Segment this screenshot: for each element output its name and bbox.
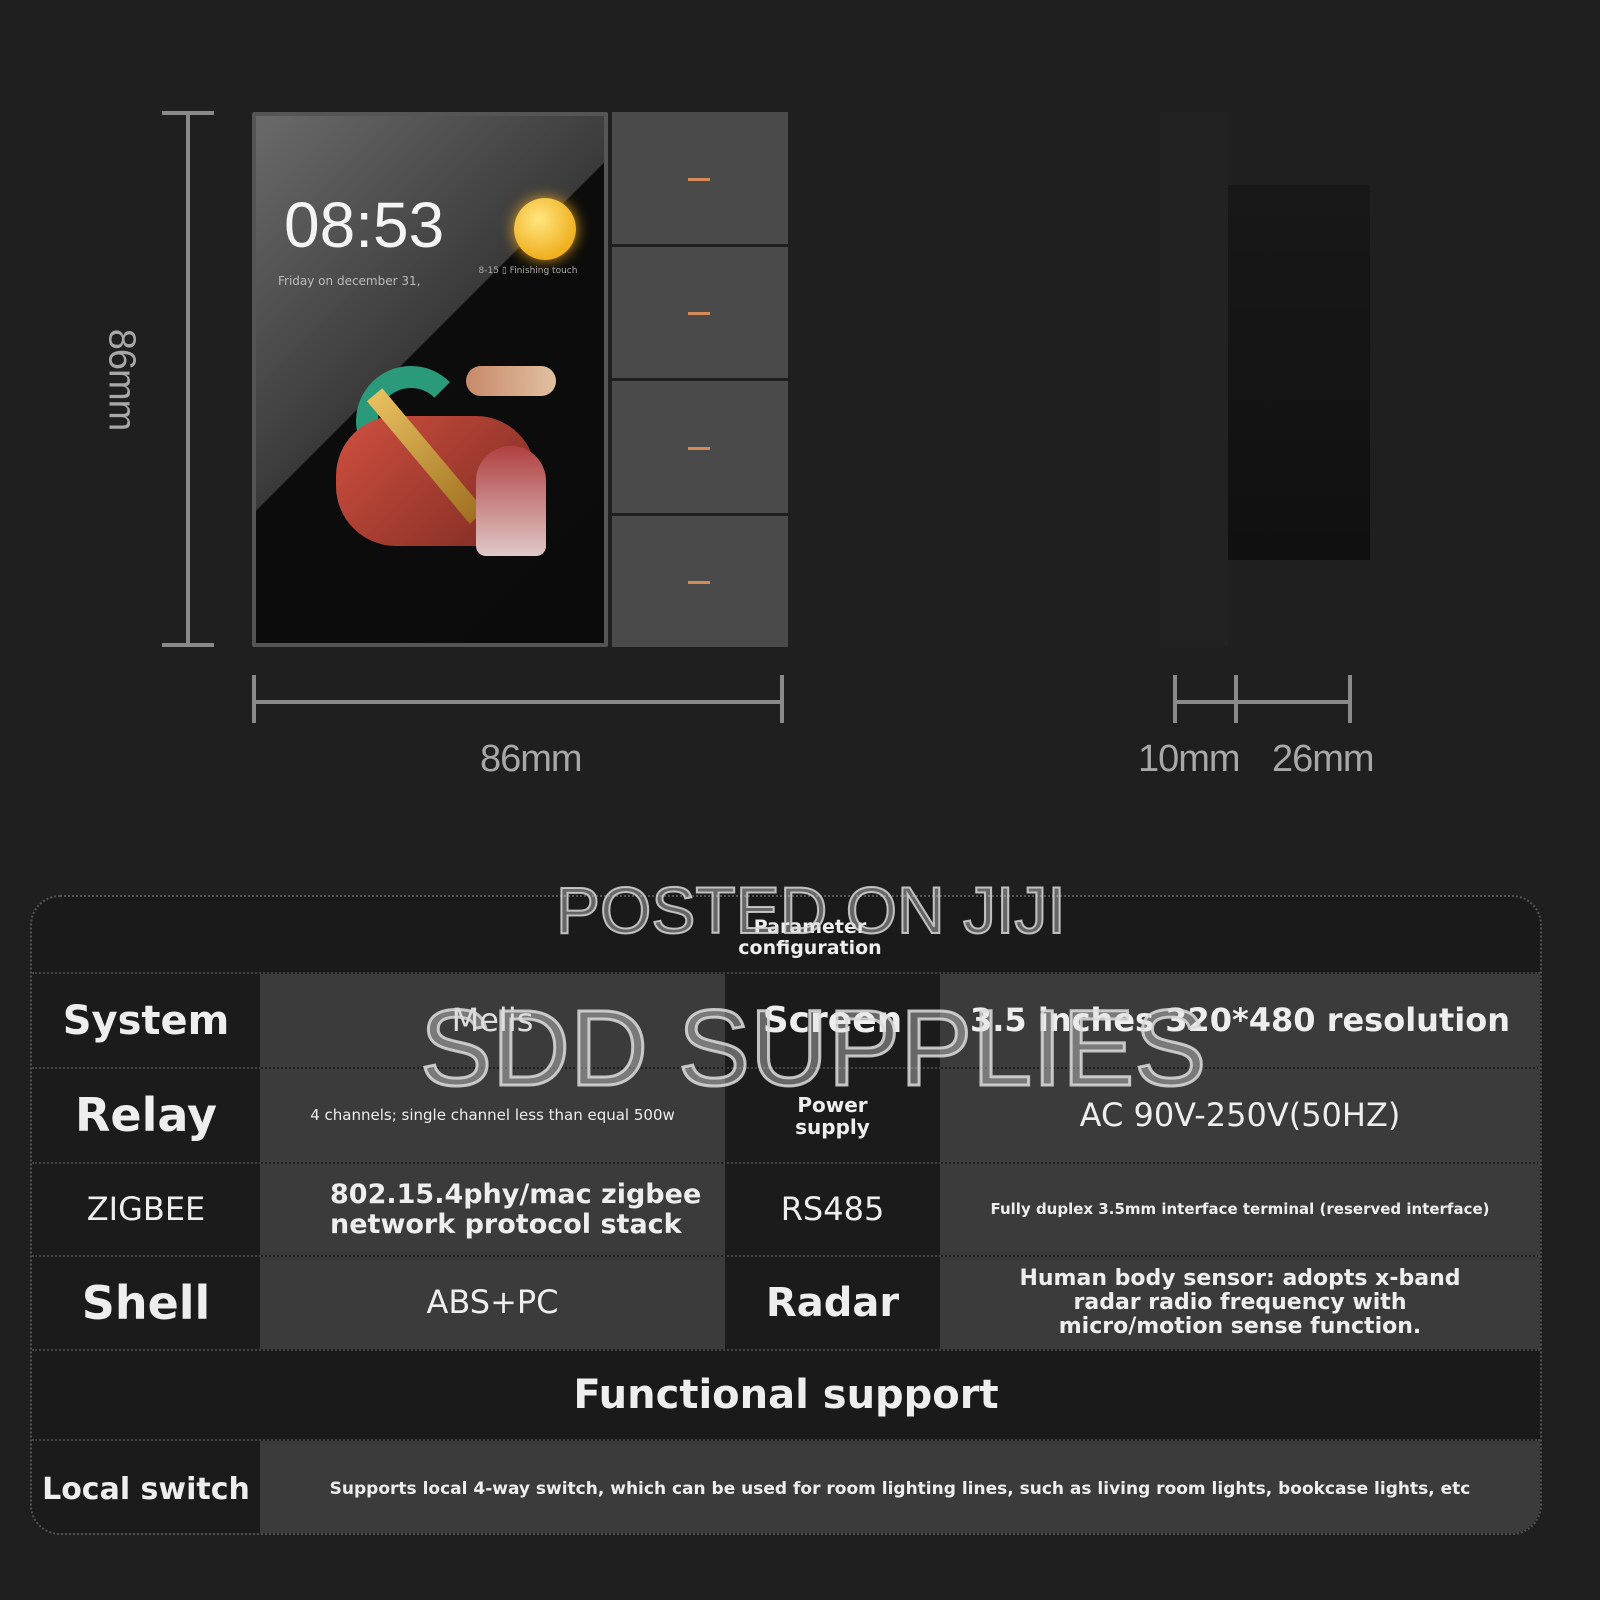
indicator-led xyxy=(688,177,710,181)
indicator-led xyxy=(688,312,710,316)
clock: 08:53 xyxy=(284,189,445,261)
artwork xyxy=(296,346,566,556)
width-label: 86mm xyxy=(480,738,583,780)
table-row: System Melis Screen 3.5 inches 320*480 r… xyxy=(32,972,1540,1067)
dim-cap xyxy=(780,675,784,723)
value-cell: 3.5 inches 320*480 resolution xyxy=(940,974,1540,1067)
watermark-sdd: SDD SUPPLIES xyxy=(418,986,1207,1110)
weather-text: 8-15 ▯ Finishing touch xyxy=(478,266,578,276)
height-dimension-line xyxy=(186,112,190,647)
parameter-table: Parameter configuration System Melis Scr… xyxy=(30,895,1542,1535)
sun-icon xyxy=(514,198,576,260)
watermark-jiji: POSTED ON JIJI xyxy=(555,872,1067,948)
side-body xyxy=(1228,185,1370,560)
switch-button-1[interactable] xyxy=(612,112,788,244)
table-row: Relay 4 channels; single channel less th… xyxy=(32,1067,1540,1162)
table-row: Shell ABS+PC Radar Human body sensor: ad… xyxy=(32,1255,1540,1349)
switch-button-4[interactable] xyxy=(612,515,788,647)
dim-cap xyxy=(1234,675,1238,723)
value-cell: Fully duplex 3.5mm interface terminal (r… xyxy=(940,1164,1540,1255)
side-plate xyxy=(1160,112,1228,647)
dim-cap xyxy=(162,111,214,115)
label-cell: System xyxy=(32,974,260,1067)
dim-cap xyxy=(1173,675,1177,723)
table-row: ZIGBEE 802.15.4phy/mac zigbee network pr… xyxy=(32,1162,1540,1255)
value-cell: AC 90V-250V(50HZ) xyxy=(940,1069,1540,1162)
switch-button-2[interactable] xyxy=(612,246,788,378)
value-cell: 802.15.4phy/mac zigbee network protocol … xyxy=(260,1164,725,1255)
label-cell: RS485 xyxy=(725,1164,940,1255)
date-text: Friday on december 31, xyxy=(278,274,421,288)
table-header: Parameter configuration xyxy=(738,916,882,959)
value-cell: Human body sensor: adopts x-band radar r… xyxy=(940,1257,1540,1349)
switch-buttons xyxy=(612,112,788,647)
switch-button-3[interactable] xyxy=(612,381,788,513)
label-cell: Power supply xyxy=(725,1069,940,1162)
label-cell: Relay xyxy=(32,1069,260,1162)
dim-cap xyxy=(162,643,214,647)
width-dimension-line xyxy=(254,700,782,704)
indicator-led xyxy=(688,581,710,585)
label-cell: Radar xyxy=(725,1257,940,1349)
section-row: Functional support xyxy=(32,1349,1540,1439)
section-title: Functional support xyxy=(573,1372,999,1418)
table-row: Local switch Supports local 4-way switch… xyxy=(32,1439,1540,1533)
value-cell: Melis xyxy=(260,974,725,1067)
value-cell: Supports local 4-way switch, which can b… xyxy=(260,1441,1540,1533)
height-label: 86mm xyxy=(100,328,143,431)
plate-depth-label: 10mm xyxy=(1138,738,1241,780)
label-cell: Screen xyxy=(725,974,940,1067)
dim-cap xyxy=(1348,675,1352,723)
body-depth-label: 26mm xyxy=(1272,738,1375,780)
value-cell: 4 channels; single channel less than equ… xyxy=(260,1069,725,1162)
indicator-led xyxy=(688,446,710,450)
touch-screen: 08:53 Friday on december 31, 8-15 ▯ Fini… xyxy=(252,112,608,647)
label-cell: ZIGBEE xyxy=(32,1164,260,1255)
label-cell: Shell xyxy=(32,1257,260,1349)
label-cell: Local switch xyxy=(32,1441,260,1533)
depth-dimension-line xyxy=(1175,700,1350,704)
value-cell: ABS+PC xyxy=(260,1257,725,1349)
dim-cap xyxy=(252,675,256,723)
